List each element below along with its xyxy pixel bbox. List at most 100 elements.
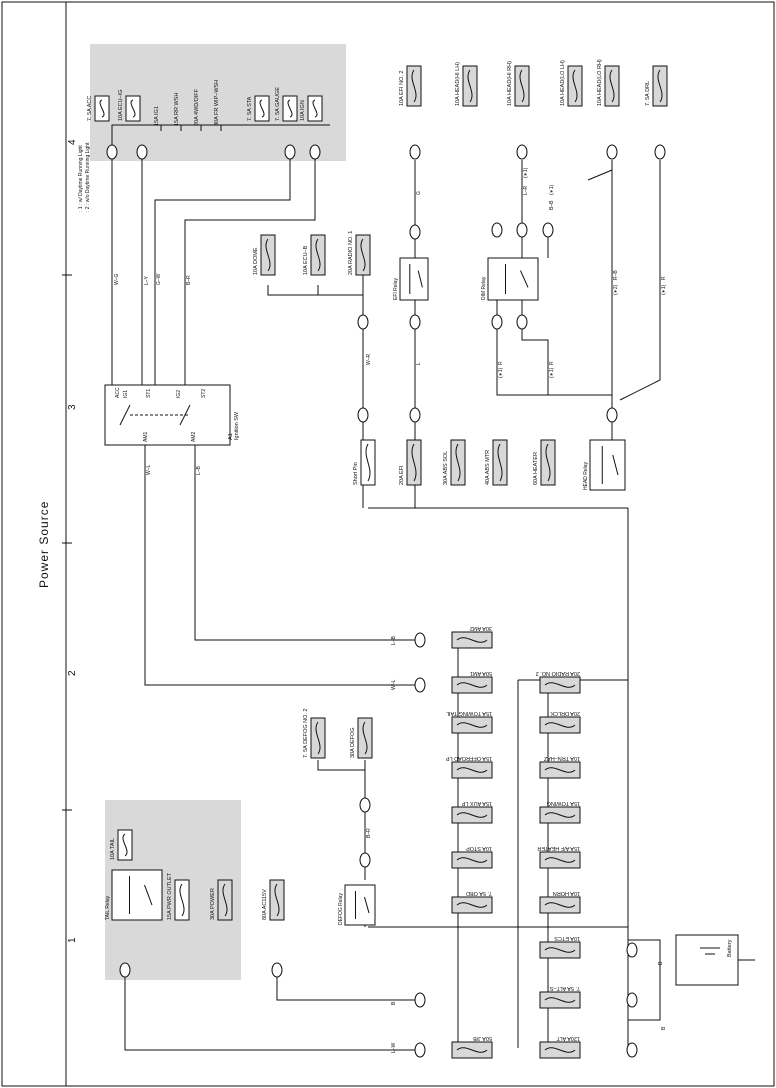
connector-5	[516, 144, 528, 160]
fuse-f_obd-label: 7. 5A OBD	[466, 890, 492, 896]
connector-25	[414, 992, 426, 1008]
fuse-f_ecub: 10A ECU–B	[303, 234, 326, 276]
connector-11	[516, 314, 528, 330]
fuse-f_alts: 7. 5A ALT–S	[539, 985, 581, 1009]
fuse-f_acc-label: 7. 5A ACC	[87, 96, 93, 121]
connector-2	[284, 144, 296, 160]
note-daytime: : 1 : w/ Daytime Running Light	[78, 145, 84, 212]
fuse-f_hlh: 10A HEAD(HI LH)	[455, 62, 478, 107]
fuse-ac115v-label: 80A AC115V	[262, 889, 268, 920]
wire-label-lb: L–B	[196, 465, 202, 475]
fuse-f_absmtr-label: 40A ABS MTR	[485, 450, 491, 485]
ignition-label: Ignition SW	[234, 411, 240, 440]
svg-text:IG1: IG1	[123, 390, 129, 398]
ignition-name: A1	[228, 433, 234, 440]
connector-6	[606, 144, 618, 160]
fuse-f_defog2-label: 7. 5A DEFOG NO. 2	[303, 708, 309, 758]
wire-label-ly: L–Y	[144, 275, 150, 285]
fuse-f_stop: 10A STOP	[451, 845, 493, 869]
column-2-label: 2	[67, 670, 78, 676]
connector-3	[309, 144, 321, 160]
fuse-f_alt: 120A ALT	[539, 1035, 581, 1059]
wire-label-lr: L–R	[523, 185, 529, 195]
connector-14	[542, 222, 554, 238]
fuse-f_towing-label: 15A TOWING	[547, 800, 580, 806]
fuse-f_am1: 50A AM1	[451, 670, 493, 694]
fuse-f_ig1-label: 15A IG1	[154, 106, 160, 126]
fuse-f_trn-label: 10A TRN–HAZ	[543, 755, 580, 761]
fuse-jb-label: 50A J/B	[473, 1035, 492, 1041]
fuse-f_am2-label: 30A AM2	[470, 625, 492, 631]
fuse-f_tow: 15A TOWING TAIL	[446, 710, 493, 734]
wire-label-c1d: (∗1)	[549, 367, 555, 378]
connector-18	[606, 407, 618, 423]
svg-text:ST2: ST2	[201, 389, 207, 398]
fuse-f_am1-label: 50A AM1	[470, 670, 492, 676]
fuse-f_defog2: 7. 5A DEFOG NO. 2	[303, 708, 326, 759]
wire-label-lw: L–W	[391, 1042, 397, 1053]
connector-22	[359, 852, 371, 868]
fuse-f_tow-label: 15A TOWING TAIL	[446, 710, 492, 716]
fuse-f_tail-label: 10A TAIL	[110, 838, 116, 860]
fuse-f_obd: 7. 5A OBD	[451, 890, 493, 914]
fuse-f_drl-label: 7. 5A DRL	[645, 81, 651, 106]
fuse-f_llh: 10A HEAD(LO LH)	[560, 60, 583, 107]
wire-label-c1b: (∗1)	[549, 184, 555, 195]
fuse-f_drlck: 20A DRLCK	[539, 710, 581, 734]
fuse-f_hrh: 10A HEAD(HI RH)	[507, 61, 530, 107]
svg-text:IG2: IG2	[176, 390, 182, 398]
fuse-f_afh: 15A A/F HEATER	[537, 845, 581, 869]
fuse-f_lrh-label: 10A HEAD(LO RH)	[597, 59, 603, 106]
connector-1	[136, 144, 148, 160]
wire-label-c2: (∗2)	[613, 284, 619, 295]
defog-relay: DEFOG Relay	[338, 884, 376, 926]
dim-relay: DIM Relay	[481, 257, 539, 301]
wire-label-lb2: L–B	[391, 635, 397, 645]
connector-0	[106, 144, 118, 160]
connector-21	[359, 797, 371, 813]
connector-24	[119, 962, 131, 978]
column-3-label: 3	[67, 404, 78, 410]
fuse-f_am2: 30A AM2	[451, 625, 493, 649]
fuse-f_aux-label: 15A AUX LP	[461, 800, 492, 806]
fuse-f_horn-label: 10A HORN	[553, 890, 580, 896]
defog-relay-label: DEFOG Relay	[338, 893, 344, 925]
wire-label-r: R	[498, 361, 504, 365]
fuse-f_ecuig: 10A ECU–IG	[118, 90, 141, 122]
fuse-f_radio2: 20A RADIO NO. 2	[536, 670, 581, 694]
wire-label-r3: R	[661, 276, 667, 280]
connector-7	[654, 144, 666, 160]
head-relay-label: HEAD Relay	[583, 461, 589, 490]
connector-12	[491, 222, 503, 238]
fuse-f_radio2-label: 20A RADIO NO. 2	[536, 670, 580, 676]
svg-text:AM2: AM2	[191, 432, 197, 443]
svg-text:ACC: ACC	[115, 387, 121, 398]
connector-28	[626, 992, 638, 1008]
fuse-f_drlck-label: 20A DRLCK	[550, 710, 580, 716]
fuse-f_heater: 60A HEATER	[533, 439, 556, 486]
fuse-f_dome-label: 10A DOME	[253, 247, 259, 275]
fuse-f_rrwsh-label: 15A RR WSH	[174, 93, 180, 126]
wire-label-wr: W–R	[366, 354, 372, 366]
column-markers: 1 2 3 4	[62, 139, 78, 943]
fuse-f_lrh: 10A HEAD(LO RH)	[597, 59, 620, 107]
wire-label-b: B	[391, 1001, 397, 1005]
fuse-f_pwr-label: 15A PWR OUTLET	[167, 872, 173, 920]
connector-10	[491, 314, 503, 330]
column-1-label: 1	[67, 937, 78, 943]
fuse-f_sp-label: Short Pin	[353, 462, 359, 485]
wire-label-c1c: (∗1)	[498, 367, 504, 378]
fuse-f_radio1-label: 20A RADIO NO. 1	[348, 231, 354, 275]
fuse-f_horn: 10A HORN	[539, 890, 581, 914]
fuse-f_tail: 10A TAIL	[110, 829, 133, 861]
connector-20	[414, 677, 426, 693]
fuse-f_abssol-label: 30A ABS SOL	[443, 451, 449, 485]
left-wiring	[124, 640, 661, 1051]
connector-8	[357, 314, 369, 330]
fuse-f_sta: 7. 5A STA	[247, 95, 270, 122]
wire-label-b2: B	[661, 1026, 667, 1030]
wire-label-wg: W–G	[114, 274, 120, 286]
connector-23	[271, 962, 283, 978]
